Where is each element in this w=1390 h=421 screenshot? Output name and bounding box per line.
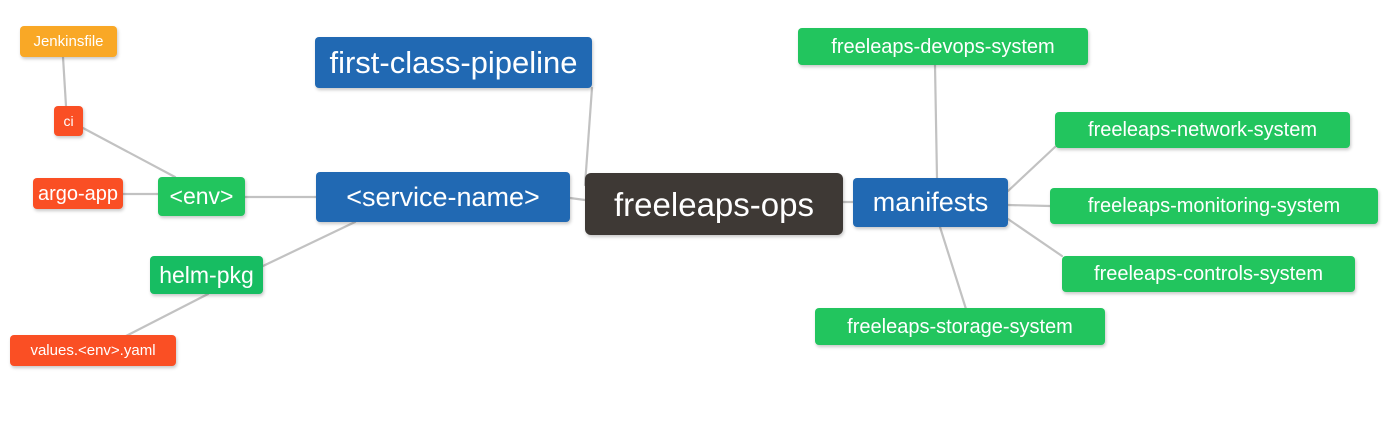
edge-helm-pkg-values-yaml [122, 292, 210, 339]
edge-root-first-class-pipeline [583, 86, 594, 187]
node-env[interactable]: <env> [158, 177, 245, 216]
node-first-class-pipeline[interactable]: first-class-pipeline [315, 37, 592, 88]
edge-manifests-network-system [1006, 145, 1057, 193]
node-freeleaps-network-system[interactable]: freeleaps-network-system [1055, 112, 1350, 148]
edge-manifests-devops-system [933, 63, 939, 180]
node-freeleaps-storage-system[interactable]: freeleaps-storage-system [815, 308, 1105, 345]
edge-manifests-controls-system [1006, 217, 1064, 258]
node-jenkinsfile[interactable]: Jenkinsfile [20, 26, 117, 57]
node-freeleaps-ops[interactable]: freeleaps-ops [585, 173, 843, 235]
node-values-env-yaml[interactable]: values.<env>.yaml [10, 335, 176, 366]
node-service-name[interactable]: <service-name> [316, 172, 570, 222]
node-freeleaps-controls-system[interactable]: freeleaps-controls-system [1062, 256, 1355, 292]
node-argo-app[interactable]: argo-app [33, 178, 123, 209]
edge-manifests-storage-system [938, 225, 968, 311]
edge-root-service-name [568, 196, 587, 202]
node-ci[interactable]: ci [54, 106, 83, 136]
node-manifests[interactable]: manifests [853, 178, 1008, 227]
node-freeleaps-devops-system[interactable]: freeleaps-devops-system [798, 28, 1088, 65]
node-freeleaps-monitoring-system[interactable]: freeleaps-monitoring-system [1050, 188, 1378, 224]
edge-service-name-helm-pkg [261, 220, 357, 268]
node-helm-pkg[interactable]: helm-pkg [150, 256, 263, 294]
edge-ci-jenkinsfile [61, 55, 68, 108]
edge-manifests-monitoring-system [1006, 203, 1052, 208]
edge-env-ci [81, 126, 177, 179]
